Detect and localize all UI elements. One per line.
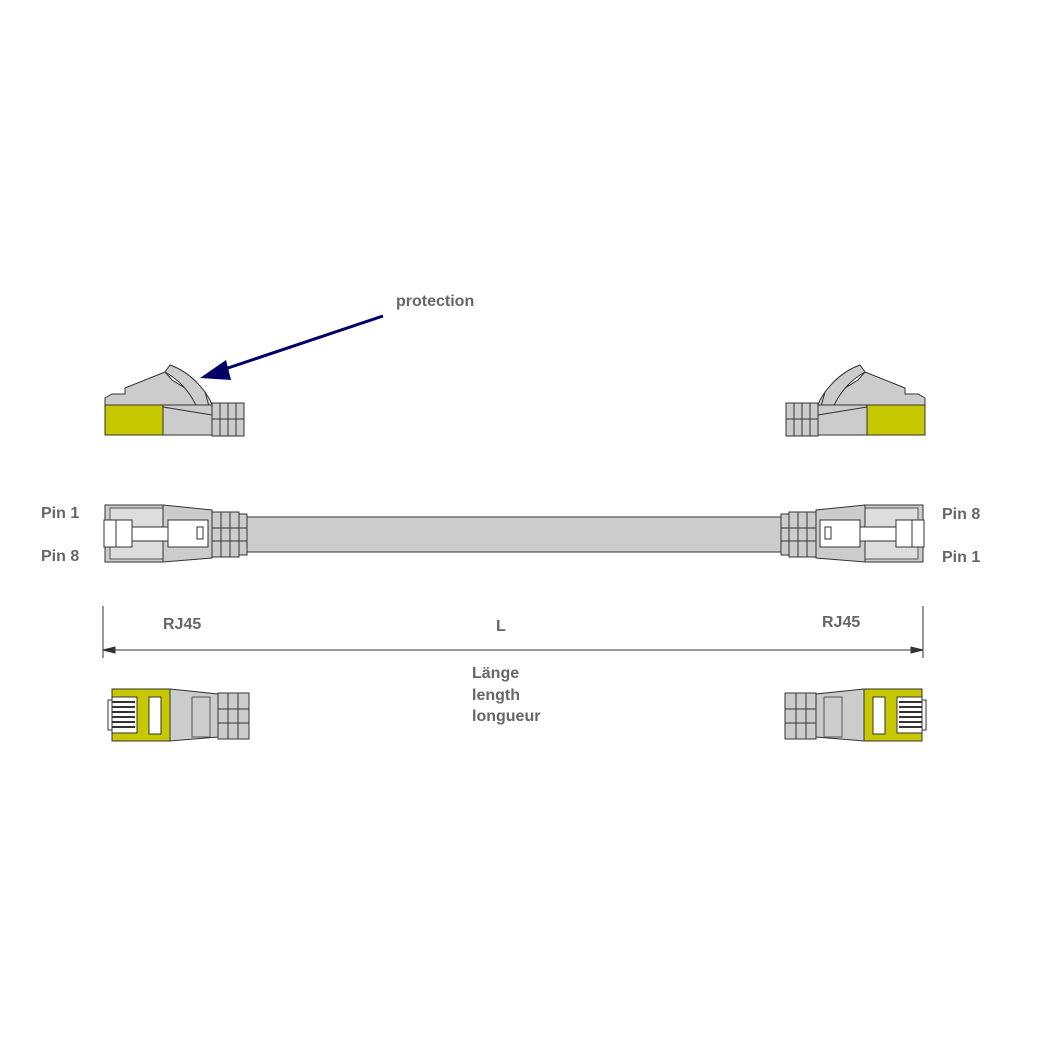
cable: [244, 516, 788, 553]
right-top-connector: [780, 504, 925, 563]
length-dimension: [102, 606, 924, 658]
protection-arrow: [200, 314, 384, 380]
right-pin-top-label: Pin 8: [942, 506, 981, 523]
length-de-label: Länge: [472, 665, 520, 682]
length-symbol-label: L: [496, 618, 506, 635]
right-front-connector: [784, 688, 927, 742]
length-en-label: length: [472, 687, 520, 704]
left-front-connector: [107, 688, 250, 742]
left-rj45-label: RJ45: [163, 616, 202, 633]
left-pin-top-label: Pin 1: [41, 505, 80, 522]
left-top-connector: [103, 504, 248, 563]
left-pin-bottom-label: Pin 8: [41, 548, 80, 565]
protection-label: protection: [396, 293, 475, 310]
length-fr-label: longueur: [472, 708, 541, 725]
right-pin-bottom-label: Pin 1: [942, 549, 981, 566]
right-rj45-label: RJ45: [822, 614, 861, 631]
right-side-connector: [785, 364, 926, 437]
